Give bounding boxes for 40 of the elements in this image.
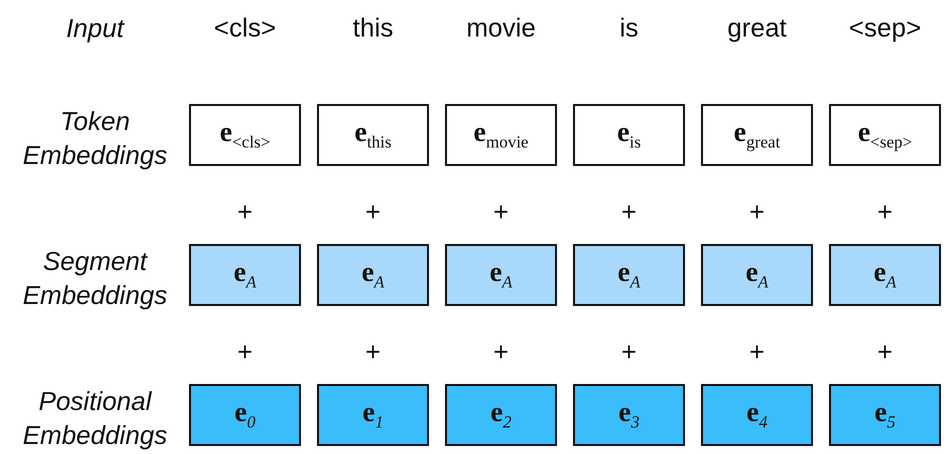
plus-sign: + [365, 336, 381, 368]
input-token: <sep> [848, 12, 922, 44]
row-label: Token Embeddings [22, 105, 168, 172]
token-embedding-box: e$_{<cls>}$ [189, 104, 301, 166]
token-embedding-box: e$_{this}$ [317, 104, 429, 166]
position-embedding-box: e$_{1}$ [317, 384, 429, 446]
plus-sign: + [237, 196, 253, 228]
token-embedding-box: e$_{is}$ [573, 104, 685, 166]
token-embedding-box: e$_{great}$ [701, 104, 813, 166]
plus-sign: + [877, 336, 893, 368]
plus-sign: + [493, 196, 509, 228]
segment-embedding-box: e$_{A}$ [701, 244, 813, 306]
position-embedding-box: e$_{3}$ [573, 384, 685, 446]
plus-sign: + [621, 336, 637, 368]
segment-embedding-box: e$_{A}$ [573, 244, 685, 306]
segment-embedding-box: e$_{A}$ [445, 244, 557, 306]
segment-embedding-box: e$_{A}$ [189, 244, 301, 306]
position-embedding-box: e$_{2}$ [445, 384, 557, 446]
plus-sign: + [365, 196, 381, 228]
position-embedding-box: e$_{0}$ [189, 384, 301, 446]
segment-embedding-box: e$_{A}$ [829, 244, 941, 306]
input-token: this [352, 12, 394, 44]
input-token: movie [466, 12, 536, 44]
input-token: <cls> [214, 12, 276, 44]
plus-sign: + [749, 336, 765, 368]
position-embedding-box: e$_{4}$ [701, 384, 813, 446]
input-token: is [620, 12, 638, 44]
plus-sign: + [877, 196, 893, 228]
plus-sign: + [493, 336, 509, 368]
position-embedding-box: e$_{5}$ [829, 384, 941, 446]
plus-sign: + [749, 196, 765, 228]
plus-sign: + [237, 336, 253, 368]
row-label: Segment Embeddings [22, 245, 168, 312]
token-embedding-box: e$_{<sep>}$ [829, 104, 941, 166]
row-label: Positional Embeddings [22, 385, 168, 452]
plus-sign: + [621, 196, 637, 228]
token-embedding-box: e$_{movie}$ [445, 104, 557, 166]
segment-embedding-box: e$_{A}$ [317, 244, 429, 306]
input-token: great [727, 12, 787, 44]
row-label: Input [65, 12, 126, 45]
